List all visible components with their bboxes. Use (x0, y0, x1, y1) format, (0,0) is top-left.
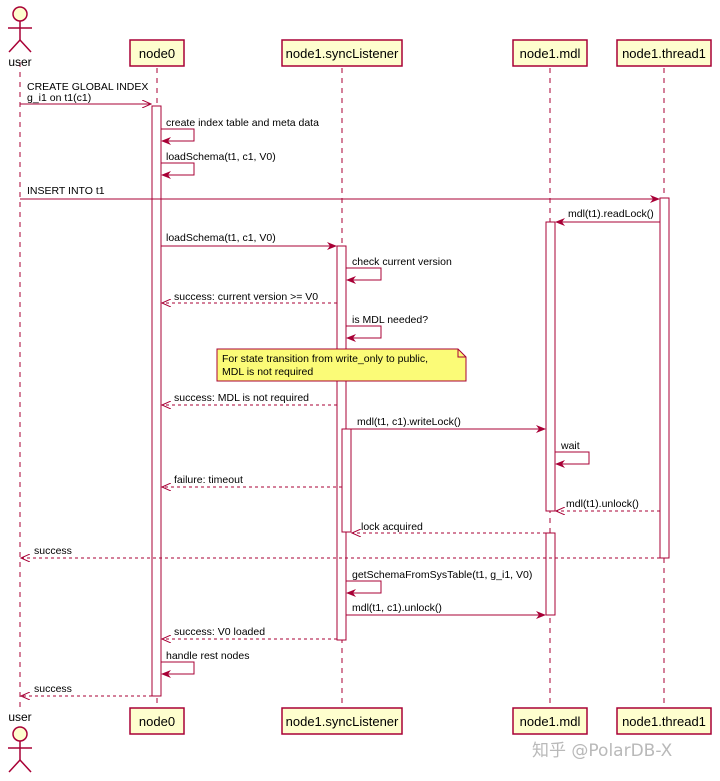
message-label: success (34, 683, 72, 695)
message-label: g_i1 on t1(c1) (27, 92, 91, 104)
participant-thread-bottom: node1.thread1 (616, 707, 712, 735)
message-unlock-c1: mdl(t1, c1).unlock() (346, 602, 546, 619)
message-label: is MDL needed? (352, 314, 428, 326)
participant-label: node1.thread1 (622, 46, 706, 61)
message-label: create index table and meta data (166, 117, 319, 129)
activation-mdl-1 (545, 221, 556, 512)
actor-head-icon (12, 726, 28, 742)
message-lock-acquired: lock acquired (352, 521, 546, 533)
actor-user-bottom: user (8, 710, 32, 773)
message-success-insert: success (21, 545, 660, 558)
message-label: success: MDL is not required (174, 392, 309, 404)
participant-label: node1.syncListener (286, 714, 399, 729)
note-line-1: For state transition from write_only to … (222, 353, 428, 365)
activations (151, 105, 670, 697)
message-loadschema-self: loadSchema(t1, c1, V0) (161, 151, 276, 179)
message-label: success: current version >= V0 (174, 291, 318, 303)
actor-head-icon (12, 6, 28, 22)
message-label: handle rest nodes (166, 650, 249, 662)
message-label: check current version (352, 256, 452, 268)
participant-label: node1.mdl (520, 714, 581, 729)
message-create-global-index: CREATE GLOBAL INDEX g_i1 on t1(c1) (20, 81, 151, 104)
participant-node0-bottom: node0 (129, 707, 185, 735)
participant-label: node1.syncListener (286, 46, 399, 61)
activation-mdl-2 (545, 532, 556, 616)
message-label: success (34, 545, 72, 557)
participant-thread-top: node1.thread1 (616, 39, 712, 67)
message-success-mdl-not-required: success: MDL is not required (162, 392, 337, 405)
message-label: loadSchema(t1, c1, V0) (166, 151, 276, 163)
message-label: INSERT INTO t1 (27, 185, 105, 197)
message-is-mdl-needed: is MDL needed? (346, 314, 428, 342)
note: For state transition from write_only to … (216, 348, 467, 382)
participants-top: user node0 node1.syncListener node1.mdl … (8, 6, 712, 69)
activation-node0 (151, 105, 162, 697)
message-label: mdl(t1, c1).unlock() (352, 602, 442, 614)
message-label: loadSchema(t1, c1, V0) (166, 232, 276, 244)
watermark: 知乎 @PolarDB-X (532, 741, 673, 761)
message-label: mdl(t1, c1).writeLock() (357, 416, 461, 428)
message-handle-rest-nodes: handle rest nodes (161, 650, 249, 678)
note-line-2: MDL is not required (222, 366, 313, 378)
message-unlock-t1: mdl(t1).unlock() (556, 498, 660, 511)
message-success-version: success: current version >= V0 (162, 291, 337, 303)
message-insert-into: INSERT INTO t1 (20, 185, 660, 203)
message-label: mdl(t1).unlock() (566, 498, 639, 510)
message-label: failure: timeout (174, 474, 243, 486)
message-create-index-table: create index table and meta data (161, 117, 319, 145)
participants-bottom: user node0 node1.syncListener node1.mdl … (8, 707, 712, 773)
message-label: getSchemaFromSysTable(t1, g_i1, V0) (352, 569, 532, 581)
participant-listener-top: node1.syncListener (281, 39, 403, 67)
message-label: CREATE GLOBAL INDEX (27, 81, 148, 93)
message-label: success: V0 loaded (174, 626, 265, 638)
message-success-final: success (21, 683, 152, 696)
participant-listener-bottom: node1.syncListener (281, 707, 403, 735)
message-getschema: getSchemaFromSysTable(t1, g_i1, V0) (346, 569, 532, 597)
participant-mdl-top: node1.mdl (512, 39, 588, 67)
message-check-version: check current version (346, 256, 452, 284)
message-label: wait (560, 440, 580, 452)
message-readlock: mdl(t1).readLock() (555, 208, 660, 226)
message-writelock: mdl(t1, c1).writeLock() (346, 416, 546, 433)
participant-label: node0 (139, 714, 175, 729)
message-loadschema-listener: loadSchema(t1, c1, V0) (161, 232, 337, 250)
actor-bottom-label: user (8, 710, 31, 724)
message-label: mdl(t1).readLock() (568, 208, 654, 220)
participant-label: node1.mdl (520, 46, 581, 61)
message-label: lock acquired (361, 521, 423, 533)
actor-user-top: user (8, 6, 32, 69)
participant-label: node0 (139, 46, 175, 61)
actor-top-label: user (8, 55, 31, 69)
activation-listener-2 (341, 428, 352, 533)
message-failure-timeout: failure: timeout (162, 474, 342, 487)
messages: CREATE GLOBAL INDEX g_i1 on t1(c1) creat… (20, 81, 660, 696)
participant-node0-top: node0 (129, 39, 185, 67)
message-success-v0-loaded: success: V0 loaded (162, 626, 337, 639)
participant-label: node1.thread1 (622, 714, 706, 729)
participant-mdl-bottom: node1.mdl (512, 707, 588, 735)
message-wait: wait (555, 440, 590, 468)
activation-thread (659, 197, 670, 559)
